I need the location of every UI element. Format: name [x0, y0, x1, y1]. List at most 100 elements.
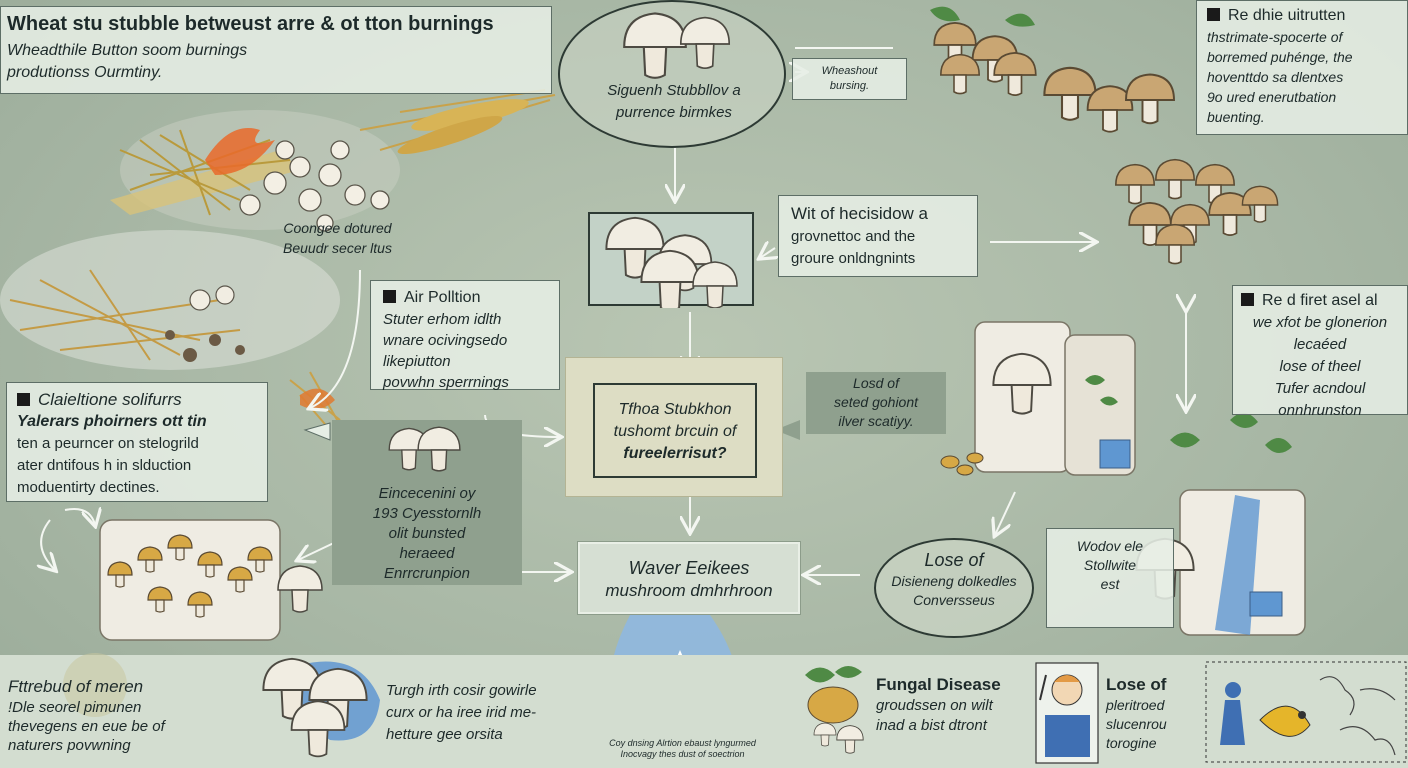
lose-ellipse-line-2: Conversseus	[913, 592, 995, 608]
right-bottom-note: Wodov ele Stollwite est	[1046, 528, 1174, 628]
air-pollution-line-1: Stuter erhom idlth	[383, 311, 502, 328]
center-main-line-1: Tfhoa Stubkhon	[618, 401, 732, 418]
left-info-line-3: ater dntifous h in slduction	[17, 457, 192, 474]
air-pollution-line-2: wnare ocivingsedo	[383, 332, 508, 349]
brown-mushroom-cluster-right	[1115, 158, 1279, 265]
bottom-left-substrate-illustration	[41, 509, 323, 641]
top-ellipse-node: Siguenh Stubbllov a purrence birmkes	[558, 0, 786, 148]
left-info-line-1: Yalerars phoirners ott tin	[17, 413, 207, 430]
waver-line-1: Waver Eeikees	[628, 558, 750, 578]
right-info-line-4: Tufer acndoul	[1274, 380, 1366, 397]
lose-title: Lose of	[1106, 675, 1167, 694]
center-main-line-2: tushomt brcuin of	[613, 423, 737, 440]
mid-center-line-3: groure onldngnints	[791, 250, 916, 267]
brown-mushroom-cluster-top	[930, 6, 1175, 133]
stubble-caption-line-2: Beuudr secer ltus	[283, 240, 392, 256]
lose-ellipse-line-1: Disieneng dolkedles	[891, 573, 1017, 589]
lose-ellipse-title: Lose of	[924, 550, 984, 570]
lose-line-1: pleritroed	[1106, 697, 1165, 713]
top-right-line-5: buenting.	[1207, 109, 1265, 125]
top-right-line-3: hoventtdo sa dlentxes	[1207, 69, 1344, 85]
mushroom-pair-icon-2	[388, 426, 461, 472]
dark-left-line-3: olit bunsted	[388, 525, 466, 542]
right-info-title: Re d firet asel al	[1241, 290, 1399, 312]
bottom-col1-line-3: thevegens en eue be of	[8, 718, 165, 735]
small-note-line-1: Wheashout	[821, 65, 878, 77]
right-bottom-line-1: Wodov ele	[1076, 538, 1144, 554]
top-right-line-2: borremed puhénge, the	[1207, 49, 1353, 65]
wheat-stubble-illustration	[110, 89, 556, 232]
bottom-col-1: Fttrebud of meren !Dle seorel pimunen th…	[8, 676, 253, 755]
right-info-line-1: we xfot be glonerion	[1252, 314, 1388, 331]
mid-center-box: Wit of hecisidow a grovnettoc and the gr…	[778, 195, 978, 277]
fungal-title: Fungal Disease	[876, 675, 1001, 694]
subtitle-line-1: Wheadthile Button soom burnings	[7, 42, 248, 59]
stubble-caption-line-1: Coongee dotured	[283, 220, 392, 236]
stubble-caption: Coongee dotured Beuudr secer ltus	[255, 218, 420, 258]
waver-box: Waver Eeikees mushroom dmhrhroon	[578, 542, 800, 614]
bottom-col3-line-2: Inocvagy thes dust of soectrion	[620, 749, 745, 759]
left-info-line-4: moduentirty dectines.	[17, 479, 160, 496]
air-pollution-line-3: likepiutton	[383, 353, 451, 370]
bottom-col1-line-1: Fttrebud of meren	[8, 677, 144, 696]
bottom-col2-line-1: Turgh irth cosir gowirle	[386, 682, 537, 699]
left-info-title: Claieltione solifurrs	[17, 389, 257, 411]
dark-left-box: Eincecenini oy 193 Cyesstornlh olit buns…	[332, 420, 522, 585]
air-pollution-box: Air Polltion Stuter erhom idlth wnare oc…	[370, 280, 560, 391]
top-right-info-box: Re dhie uitrutten thstrimate-spocerte of…	[1196, 0, 1408, 135]
mushroom-group-icon	[605, 216, 738, 308]
waver-line-2: mushroom dmhrhroon	[605, 581, 773, 600]
center-main-line-3: fureelerrisut?	[623, 445, 727, 462]
header-box: Wheat stu stubble betweust arre & ot tto…	[0, 6, 552, 94]
page-title: Wheat stu stubble betweust arre & ot tto…	[7, 13, 494, 35]
dark-left-line-1: Eincecenini oy	[378, 485, 476, 502]
dark-left-line-5: Enrrcrunpion	[384, 565, 470, 582]
mid-center-line-2: grovnettoc and the	[791, 228, 916, 245]
bottom-col-2: Turgh irth cosir gowirle curx or ha iree…	[386, 680, 586, 746]
bottom-strip	[0, 655, 1408, 768]
top-right-line-4: 9o ured enerutbation	[1207, 89, 1337, 105]
bottom-col1-line-2: !Dle seorel pimunen	[8, 699, 142, 716]
right-info-line-3: lose of theel	[1279, 358, 1361, 375]
center-right-line-1: Losd of	[853, 375, 899, 391]
mid-center-line-1: Wit of hecisidow a	[791, 204, 928, 223]
left-info-box: Claieltione solifurrs Yalerars phoirners…	[6, 382, 268, 502]
subtitle-line-2: produtionss Ourmtiny.	[7, 64, 163, 81]
ellipse-top-line-1: Siguenh Stubbllov a	[607, 82, 741, 99]
right-bottom-line-3: est	[1100, 576, 1120, 592]
ellipse-top-line-2: purrence birmkes	[616, 104, 732, 121]
bottom-col2-line-3: hetture gee orsita	[386, 726, 503, 743]
small-note-line-2: bursing.	[829, 80, 870, 92]
bottom-col-3: Coy dnsing Alrtion ebaust lyngurmed Inoc…	[580, 738, 785, 760]
fungal-line-1: groudssen on wilt	[876, 697, 993, 714]
top-right-title: Re dhie uitrutten	[1207, 5, 1397, 27]
bottom-col1-line-4: naturers povwning	[8, 737, 131, 754]
substrate-bag-illustration	[940, 321, 1306, 636]
center-right-line-3: ilver scatiyy.	[838, 413, 914, 429]
left-info-line-2: ten a peurncer on stelogrild	[17, 435, 199, 452]
center-main-box: Tfhoa Stubkhon tushomt brcuin of fureele…	[565, 357, 783, 497]
top-right-line-1: thstrimate-spocerte of	[1207, 29, 1343, 45]
small-note-top: Wheashout bursing.	[792, 58, 907, 100]
lose-block: Lose of pleritroed slucenrou torogine	[1106, 674, 1206, 753]
dark-left-line-2: 193 Cyesstornlh	[372, 505, 482, 522]
right-info-line-2: lecaéed	[1293, 336, 1347, 353]
right-bottom-line-2: Stollwite	[1083, 557, 1137, 573]
right-info-box: Re d firet asel al we xfot be glonerion …	[1232, 285, 1408, 419]
center-right-note: Losd of seted gohiont ilver scatiyy.	[806, 372, 946, 434]
fungal-disease-block: Fungal Disease groudssen on wilt inad a …	[876, 674, 1026, 736]
fungal-line-2: inad a bist dtront	[876, 717, 987, 734]
right-info-line-5: onnhrunston	[1278, 402, 1362, 419]
lose-line-2: slucenrou	[1106, 716, 1167, 732]
dark-left-line-4: heraeed	[399, 545, 455, 562]
lose-ellipse-node: Lose of Disieneng dolkedles Conversseus	[874, 538, 1034, 638]
center-mushroom-frame	[588, 212, 754, 308]
air-pollution-title: Air Polltion	[383, 287, 547, 309]
lose-line-3: torogine	[1106, 735, 1157, 751]
bottom-col3-line-1: Coy dnsing Alrtion ebaust lyngurmed	[609, 738, 756, 748]
air-pollution-line-4: povwhn sperrnings	[383, 374, 509, 391]
mushroom-pair-icon	[623, 12, 731, 79]
center-right-line-2: seted gohiont	[833, 394, 919, 410]
bottom-col2-line-2: curx or ha iree irid me-	[386, 704, 537, 721]
